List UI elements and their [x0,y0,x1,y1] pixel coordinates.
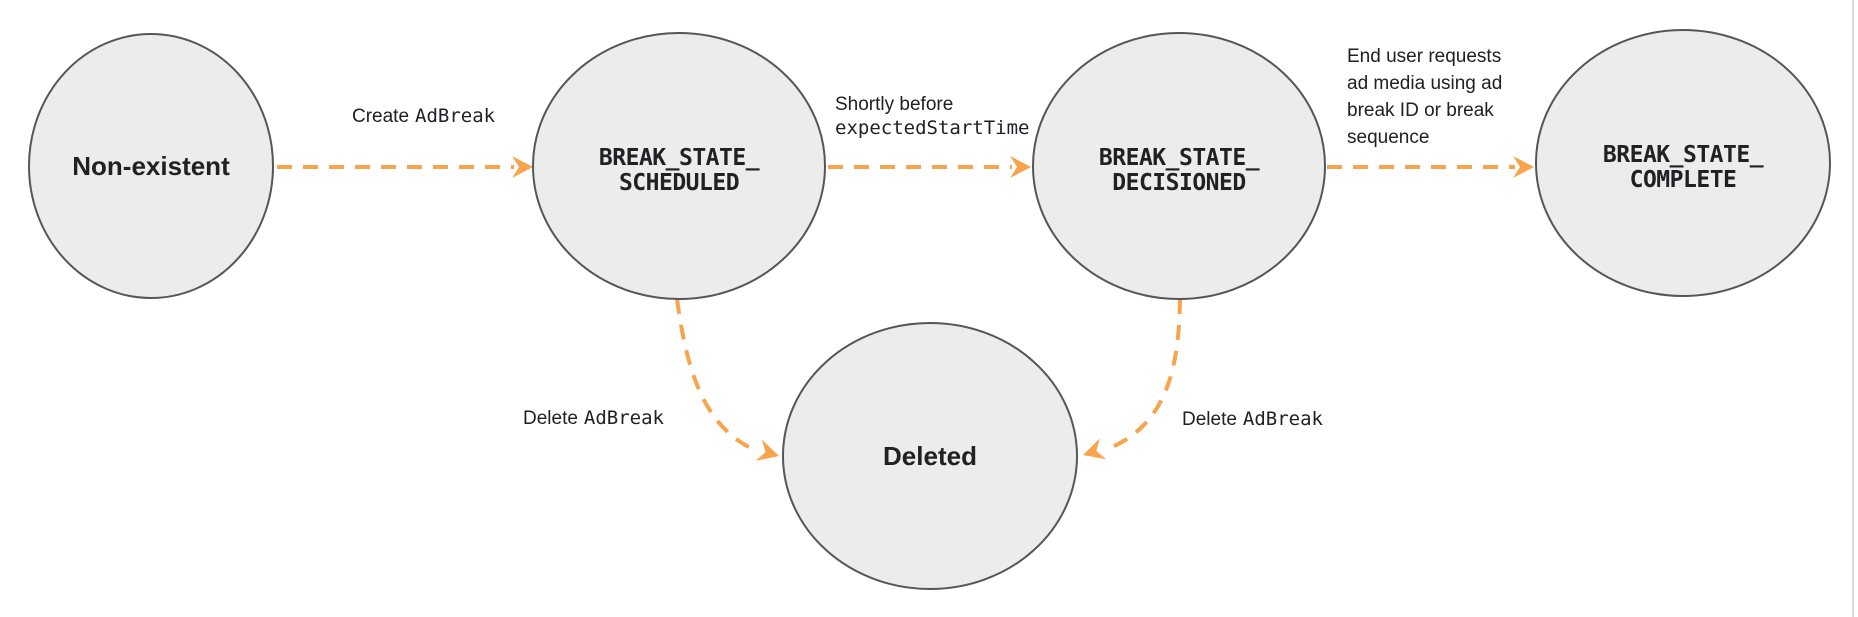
transition-label-end-user-2: ad media using ad [1347,73,1502,94]
state-node-non-existent: Non-existent [28,33,274,299]
state-label-scheduled: BREAK_STATE_SCHEDULED [599,145,760,196]
state-node-complete: BREAK_STATE_COMPLETE [1535,29,1831,297]
state-circle-scheduled [532,32,826,300]
state-label-decisioned: BREAK_STATE_DECISIONED [1099,145,1260,196]
state-circle-non-existent [28,33,274,299]
arrowhead-icon [755,439,779,461]
state-circle-decisioned [1032,32,1326,300]
arrowhead-icon [1010,156,1031,178]
state-label-complete: BREAK_STATE_COMPLETE [1603,142,1764,193]
transition-curve [675,298,758,453]
state-node-scheduled: BREAK_STATE_SCHEDULED [532,32,826,300]
transition-label-end-user-4: sequence [1347,127,1429,148]
transition-label-before-start: Shortly before [835,94,953,115]
transition-label-before-start-code: expectedStartTime [835,117,1029,139]
transition-end-user-request: End user requests ad media using ad brea… [1327,46,1534,178]
transition-label-end-user-3: break ID or break [1347,100,1494,121]
state-label-deleted: Deleted [883,441,977,471]
state-label-non-existent: Non-existent [72,151,230,181]
state-circle-complete [1535,29,1831,297]
state-circle-deleted [782,322,1078,590]
transition-label-end-user-1: End user requests [1347,46,1501,67]
arrowhead-icon [1513,156,1534,178]
arrowhead-icon [1083,438,1107,460]
transition-before-start-time: Shortly before expectedStartTime [828,94,1031,178]
state-node-decisioned: BREAK_STATE_DECISIONED [1032,32,1326,300]
state-node-deleted: Deleted [782,322,1078,590]
transition-curve [1104,298,1182,452]
arrowhead-icon [512,156,533,178]
